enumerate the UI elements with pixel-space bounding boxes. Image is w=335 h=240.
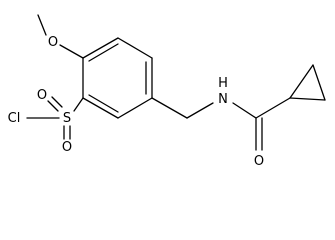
atom-sulfonyl-oxygen-lower: O [62, 140, 72, 155]
bond-s-o-upper-b [47, 100, 59, 112]
bond-ring-5 [82, 97, 119, 119]
atom-chlorine: Cl [8, 111, 21, 126]
bond-n-carbonyl [232, 102, 257, 119]
bond-ring-2 [117, 37, 153, 59]
bond-cyclopropyl-3 [289, 97, 326, 101]
bond-cyclopropyl-1 [289, 64, 314, 99]
bond-ring-s [73, 97, 84, 112]
bond-ring-1 [82, 37, 119, 59]
bond-carbonyl-cyclopropyl [255, 97, 291, 119]
bond-ring-ch2 [151, 97, 188, 119]
bond-o-ring [59, 44, 84, 59]
atom-amide-hydrogen: H [218, 76, 228, 91]
bond-ring-4 [117, 97, 153, 119]
atom-amide-nitrogen: N [218, 92, 228, 107]
atom-sulfonyl-sulfur: S [63, 111, 71, 126]
chemical-structure: O S O O Cl H N O [8, 14, 326, 169]
bond-ch2-n [186, 102, 214, 119]
atom-methoxy-oxygen: O [48, 35, 58, 50]
bond-ring-1-inner [88, 43, 119, 62]
atom-sulfonyl-oxygen-upper: O [37, 88, 47, 103]
bonds [26, 14, 326, 151]
atom-labels: O S O O Cl H N O [8, 35, 264, 169]
bond-s-o-upper-a [51, 96, 63, 108]
bond-ring-5-inner [88, 94, 119, 113]
bond-methyl-o [37, 14, 47, 36]
bond-cyclopropyl-2 [312, 64, 326, 101]
atom-carbonyl-oxygen: O [254, 154, 264, 169]
